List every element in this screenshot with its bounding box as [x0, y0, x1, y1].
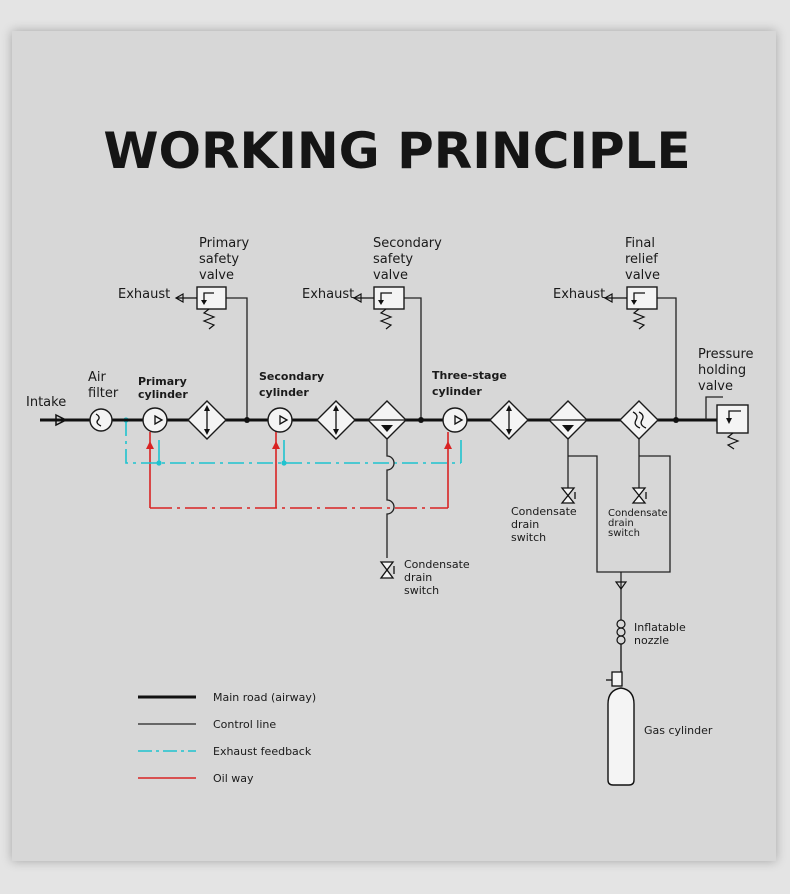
primary-cylinder-label-1: Primary — [138, 375, 187, 388]
separator-2-symbol — [548, 400, 588, 440]
gas-cylinder-symbol — [606, 671, 635, 786]
diagram-panel — [12, 31, 776, 861]
condensate-drain-center-label-1: Condensate — [404, 558, 470, 571]
secondary-safety-valve-label-1: Secondary — [373, 236, 442, 251]
three-stage-cylinder-symbol — [442, 407, 468, 433]
condensate-drain-valve-center[interactable] — [379, 561, 395, 579]
secondary-cylinder-symbol — [267, 407, 293, 433]
condensate-drain-valve-right[interactable] — [631, 487, 647, 504]
final-relief-valve-label-2: relief — [625, 252, 658, 267]
final-relief-valve-label-3: valve — [625, 268, 660, 283]
inflatable-nozzle-label-1: Inflatable — [634, 621, 686, 634]
cooler-1-symbol — [187, 400, 227, 440]
condensate-drain-center-label-3: switch — [404, 584, 439, 597]
inflatable-nozzle-label-2: nozzle — [634, 634, 669, 647]
condensate-drain-center-label-2: drain — [404, 571, 432, 584]
air-filter-label-2: filter — [88, 386, 119, 401]
exhaust-label-1: Exhaust — [118, 287, 170, 302]
three-stage-cylinder-label-1: Three-stage — [432, 369, 507, 382]
primary-safety-valve-label-1: Primary — [199, 236, 250, 251]
condensate-drain-valve-left[interactable] — [560, 487, 576, 504]
pressure-holding-valve-label-3: valve — [698, 379, 733, 394]
inflatable-nozzle-symbol — [616, 619, 626, 672]
air-filter-label-1: Air — [88, 370, 107, 385]
gas-cylinder-label: Gas cylinder — [644, 724, 713, 737]
condensate-drain-left-label-3: switch — [511, 531, 546, 544]
control-lines — [226, 297, 723, 423]
carbon-filter-symbol — [619, 400, 659, 440]
primary-safety-valve-symbol — [174, 286, 227, 330]
pressure-holding-valve-symbol — [716, 404, 749, 450]
page-title: WORKING PRINCIPLE — [103, 122, 690, 180]
final-relief-valve-symbol — [603, 286, 658, 330]
final-relief-valve-label-1: Final — [625, 236, 655, 251]
three-stage-cylinder-label-2: cylinder — [432, 385, 482, 398]
secondary-cylinder-label-2: cylinder — [259, 386, 309, 399]
exhaust-feedback-lines — [123, 417, 462, 466]
exhaust-label-3: Exhaust — [553, 287, 605, 302]
primary-safety-valve-label-3: valve — [199, 268, 234, 283]
exhaust-feedback-main — [125, 420, 461, 464]
primary-cylinder-symbol — [142, 407, 168, 433]
cooler-3-symbol — [489, 400, 529, 440]
legend-label-control-line: Control line — [213, 718, 276, 731]
pressure-holding-valve-label-1: Pressure — [698, 347, 754, 362]
condensate-drain-right-label-3: switch — [608, 528, 640, 539]
secondary-safety-valve-label-3: valve — [373, 268, 408, 283]
legend-label-exhaust-feedback: Exhaust feedback — [213, 745, 312, 758]
crossover-bridges — [149, 432, 449, 445]
legend-label-oil-way: Oil way — [213, 772, 254, 785]
drain-lines — [386, 439, 671, 620]
condensate-drain-left-label-1: Condensate — [511, 505, 577, 518]
cooler-2-symbol — [316, 400, 356, 440]
separator-1-symbol — [367, 400, 407, 440]
condensate-drain-right-label-1: Condensate — [608, 508, 668, 519]
condensate-drain-left-label-2: drain — [511, 518, 539, 531]
secondary-safety-valve-symbol — [352, 286, 405, 330]
exhaust-label-2: Exhaust — [302, 287, 354, 302]
pressure-holding-valve-label-2: holding — [698, 363, 746, 378]
secondary-safety-valve-label-2: safety — [373, 252, 413, 267]
intake-label: Intake — [26, 395, 66, 410]
air-filter-symbol — [89, 408, 113, 432]
condensate-drain-right-label-2: drain — [608, 518, 634, 529]
primary-safety-valve-label-2: safety — [199, 252, 239, 267]
legend-label-main-road: Main road (airway) — [213, 691, 316, 704]
legend: Main road (airway) Control line Exhaust … — [138, 691, 316, 785]
primary-cylinder-label-2: cylinder — [138, 388, 188, 401]
secondary-cylinder-label-1: Secondary — [259, 370, 324, 383]
oil-way-lines — [146, 441, 452, 509]
